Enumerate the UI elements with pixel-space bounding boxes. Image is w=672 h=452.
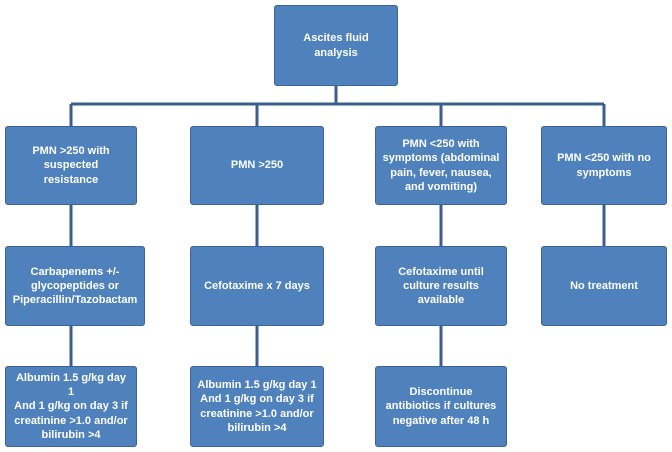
followup-box-2: Albumin 1.5 g/kg day 1 And 1 g/kg on day… <box>190 366 324 447</box>
condition-box-1: PMN >250 with suspected resistance <box>5 126 137 205</box>
condition-box-4: PMN <250 with no symptoms <box>541 126 667 205</box>
treatment-label: Cefotaxime until culture results availab… <box>398 265 484 307</box>
followup-label: Albumin 1.5 g/kg day 1 And 1 g/kg on day… <box>14 371 128 441</box>
treatment-box-3: Cefotaxime until culture results availab… <box>375 246 507 326</box>
followup-box-1: Albumin 1.5 g/kg day 1 And 1 g/kg on day… <box>5 366 137 447</box>
condition-label: PMN >250 <box>230 159 284 172</box>
treatment-box-2: Cefotaxime x 7 days <box>190 246 324 326</box>
followup-label: Discontinue antibiotics if cultures nega… <box>385 386 497 427</box>
condition-label: PMN <250 with symptoms (abdominal pain, … <box>382 137 500 193</box>
followup-label: Albumin 1.5 g/kg day 1 And 1 g/kg on day… <box>197 378 317 434</box>
treatment-label: Cefotaxime x 7 days <box>204 279 310 292</box>
condition-box-2: PMN >250 <box>190 126 324 205</box>
followup-box-3: Discontinue antibiotics if cultures nega… <box>375 366 507 447</box>
treatment-label: Carbapenems +/- glycopeptides or Piperac… <box>12 265 138 307</box>
treatment-label: No treatment <box>570 279 638 292</box>
condition-label: PMN <250 with no symptoms <box>557 152 651 179</box>
treatment-box-1: Carbapenems +/- glycopeptides or Piperac… <box>5 246 145 326</box>
treatment-box-4: No treatment <box>541 246 667 326</box>
root-box: Ascites fluid analysis <box>274 5 398 86</box>
condition-box-3: PMN <250 with symptoms (abdominal pain, … <box>375 126 507 205</box>
root-label: Ascites fluid analysis <box>303 32 369 59</box>
condition-label: PMN >250 with suspected resistance <box>32 145 110 186</box>
